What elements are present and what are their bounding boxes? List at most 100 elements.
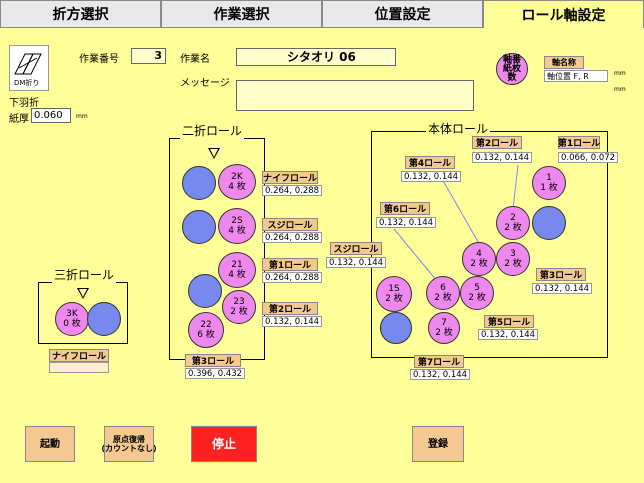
main-sixth-roll-button[interactable]: 第6ロール [380, 202, 430, 215]
two-fold-knife-roll-button[interactable]: ナイフロール [262, 171, 318, 184]
axis-name-button[interactable]: 軸名称 [544, 56, 584, 69]
roll-2s[interactable]: 2S 4 枚 [218, 208, 256, 244]
home-return-button[interactable]: 原点復帰 (カウントなし) [101, 426, 157, 462]
two-fold-suji-roll-button[interactable]: スジロール [262, 218, 318, 231]
two-fold-second-roll-value: 0.132, 0.144 [262, 316, 322, 327]
main-second-roll-button[interactable]: 第2ロール [472, 136, 522, 149]
job-no-label: 作業番号 [79, 54, 119, 65]
roll-m4[interactable]: 4 2 枚 [462, 242, 496, 276]
roll-3k[interactable]: 3K 0 枚 [55, 302, 89, 336]
dm-fold-label: DM折り [14, 79, 40, 87]
main-seventh-roll-button[interactable]: 第7ロール [414, 355, 464, 368]
fold-type-label: 下羽折 [9, 98, 39, 109]
tab-roll-axis-setting[interactable]: ロール軸設定 [483, 0, 644, 28]
roll-m2-name: 2 [510, 213, 516, 223]
three-fold-title: 三折ロール [52, 266, 117, 283]
main-fourth-roll-value: 0.132, 0.144 [401, 171, 461, 182]
two-fold-third-roll-button[interactable]: 第3ロール [185, 354, 241, 367]
tab-position-setting[interactable]: 位置設定 [322, 0, 483, 28]
roll-2k-name: 2K [231, 172, 243, 182]
roll-m5-count: 2 枚 [468, 293, 486, 303]
roll-2k-pair [182, 166, 216, 200]
main-suji-roll-value: 0.132, 0.144 [326, 257, 386, 268]
roll-m6-name: 6 [440, 283, 446, 293]
two-fold-title: 二折ロール [180, 122, 245, 139]
roll-3k-name: 3K [66, 309, 78, 319]
roll-m4-count: 2 枚 [470, 259, 488, 269]
folded-paper-icon [14, 53, 42, 75]
main-suji-roll-button[interactable]: スジロール [330, 242, 382, 255]
roll-22-count: 6 枚 [197, 330, 215, 340]
roll-23-count: 2 枚 [230, 307, 248, 317]
roll-22[interactable]: 22 6 枚 [188, 312, 224, 348]
roll-21[interactable]: 21 4 枚 [218, 252, 256, 288]
roll-21-count: 4 枚 [228, 270, 246, 280]
roll-m7[interactable]: 7 2 枚 [428, 312, 460, 344]
roll-22-name: 22 [200, 320, 212, 330]
stop-button[interactable]: 停止 [191, 426, 257, 462]
roll-2s-name: 2S [231, 216, 243, 226]
two-fold-suji-roll-value: 0.264, 0.288 [262, 232, 322, 243]
axis-unit-r: mm [614, 86, 626, 93]
main-fifth-roll-value: 0.132, 0.144 [478, 329, 538, 340]
roll-m6-count: 2 枚 [434, 293, 452, 303]
two-fold-first-roll-value: 0.264, 0.288 [262, 272, 322, 283]
roll-23-name: 23 [233, 297, 245, 307]
roll-2-center [188, 274, 222, 308]
roll-m2-count: 2 枚 [504, 223, 522, 233]
thickness-unit: mm [76, 113, 88, 120]
main-fifth-roll-button[interactable]: 第5ロール [484, 315, 534, 328]
thickness-input[interactable]: 0.060 [31, 108, 71, 123]
roll-m4-name: 4 [476, 249, 482, 259]
axis-unit-f: mm [614, 70, 626, 77]
roll-m1-name: 1 [546, 173, 552, 183]
axis-position-field: 軸位置 F, R [544, 70, 608, 82]
roll-21-name: 21 [231, 260, 243, 270]
start-button[interactable]: 起動 [25, 426, 75, 462]
main-second-roll-value: 0.132, 0.144 [472, 152, 532, 163]
main-first-roll-button[interactable]: 第1ロール [558, 136, 600, 149]
job-no-field: 3 [131, 48, 166, 64]
main-third-roll-button[interactable]: 第3ロール [536, 268, 586, 281]
roll-m1-count: 1 枚 [540, 183, 558, 193]
roll-m2[interactable]: 2 2 枚 [496, 206, 530, 240]
three-fold-knife-roll-value [49, 362, 109, 373]
roll-m1s[interactable]: 1S 2 枚 [376, 276, 412, 312]
roll-3-blank [87, 302, 121, 336]
two-fold-knife-roll-value: 0.264, 0.288 [262, 185, 322, 196]
message-field [236, 80, 474, 111]
three-fold-knife-roll-button[interactable]: ナイフロール [49, 349, 109, 362]
roll-m1s-count: 2 枚 [385, 294, 403, 304]
roll-m-blank-1 [532, 206, 566, 240]
tab-fold-select[interactable]: 折方選択 [0, 0, 161, 28]
roll-m3[interactable]: 3 2 枚 [496, 242, 530, 276]
roll-m6[interactable]: 6 2 枚 [426, 276, 460, 310]
roll-m1s-name: 1S [388, 284, 400, 294]
roll-2s-pair [182, 210, 216, 244]
paper-feed-marker [77, 288, 89, 299]
dm-fold-icon-button[interactable]: DM折り [9, 45, 49, 91]
roll-connector-lines [393, 164, 519, 282]
register-button[interactable]: 登録 [412, 426, 464, 462]
roll-2k-count: 4 枚 [228, 182, 246, 192]
roll-2s-count: 4 枚 [228, 226, 246, 236]
roll-m5-name: 5 [474, 283, 480, 293]
two-fold-first-roll-button[interactable]: 第1ロール [262, 258, 318, 271]
roll-m3-count: 2 枚 [504, 259, 522, 269]
roll-m5[interactable]: 5 2 枚 [460, 276, 494, 310]
tab-job-select[interactable]: 作業選択 [161, 0, 322, 28]
two-fold-third-roll-value: 0.396, 0.432 [185, 368, 245, 379]
main-first-roll-value: 0.066, 0.072 [558, 152, 618, 163]
roll-m7-name: 7 [441, 318, 447, 328]
roll-23[interactable]: 23 2 枚 [222, 290, 256, 324]
message-label: メッセージ [180, 78, 230, 89]
roll-m-blank-2 [380, 312, 412, 344]
main-fourth-roll-button[interactable]: 第4ロール [405, 156, 455, 169]
thickness-label: 紙厚 [9, 114, 29, 125]
two-fold-second-roll-button[interactable]: 第2ロール [262, 302, 318, 315]
main-seventh-roll-value: 0.132, 0.144 [410, 369, 470, 380]
roll-m1[interactable]: 1 1 枚 [532, 166, 566, 200]
paper-feed-marker [208, 148, 220, 159]
roll-2k[interactable]: 2K 4 枚 [218, 164, 256, 200]
main-sixth-roll-value: 0.132, 0.144 [376, 217, 436, 228]
